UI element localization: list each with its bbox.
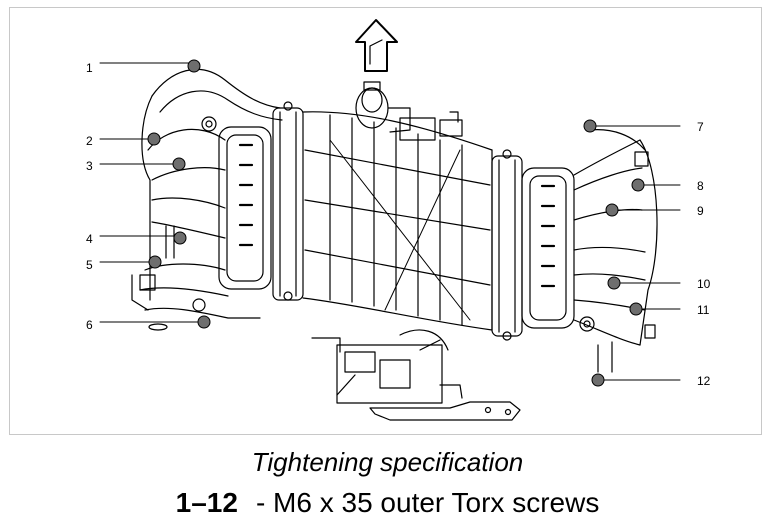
torx-screw-icon [631, 178, 645, 192]
right-runner-bank [573, 129, 658, 373]
diagram-frame [9, 7, 762, 435]
leader-lines [99, 62, 681, 381]
up-arrow-icon [355, 19, 398, 72]
left-brand-plate [218, 126, 272, 290]
callout-1: 1 [86, 61, 93, 75]
callout-8: 8 [697, 179, 704, 193]
plenum-body [302, 111, 493, 331]
right-brand-plate [521, 167, 575, 329]
torx-screw-icon [172, 157, 186, 171]
torx-screw-icon [629, 302, 643, 316]
callout-labels: 1 2 3 4 5 6 7 8 9 10 11 12 [86, 61, 711, 388]
callout-2: 2 [86, 134, 93, 148]
torx-screw-icon [607, 276, 621, 290]
torx-screw-icon [187, 59, 201, 73]
intake-manifold-diagram: 1 2 3 4 5 6 7 8 9 10 11 12 [86, 19, 711, 421]
screw-range: 1–12 [175, 487, 238, 518]
torx-screw-icon [605, 203, 619, 217]
callout-6: 6 [86, 318, 93, 332]
callout-4: 4 [86, 232, 93, 246]
callout-9: 9 [697, 204, 704, 218]
callout-12: 12 [697, 374, 711, 388]
left-runner-bank [131, 68, 283, 331]
left-clamp-ring [272, 101, 304, 301]
callout-7: 7 [697, 120, 704, 134]
caption-spec-line: 1–12 - M6 x 35 outer Torx screws [0, 487, 775, 519]
torx-screw-icon [591, 373, 605, 387]
caption-title: Tightening specification [251, 447, 524, 477]
callout-11: 11 [697, 303, 710, 317]
callout-10: 10 [697, 277, 711, 291]
actuator-bracket [311, 329, 521, 421]
torx-screw-icon [147, 132, 161, 146]
torx-screw-icon [197, 315, 211, 329]
screw-spec: - M6 x 35 outer Torx screws [255, 487, 600, 518]
right-clamp-ring [491, 149, 523, 341]
throttle-valve [355, 81, 463, 141]
torx-screw-icon [173, 231, 187, 245]
torx-screw-icon [148, 255, 162, 269]
callout-5: 5 [86, 258, 93, 272]
torx-screw-icon [583, 119, 597, 133]
callout-3: 3 [86, 159, 93, 173]
